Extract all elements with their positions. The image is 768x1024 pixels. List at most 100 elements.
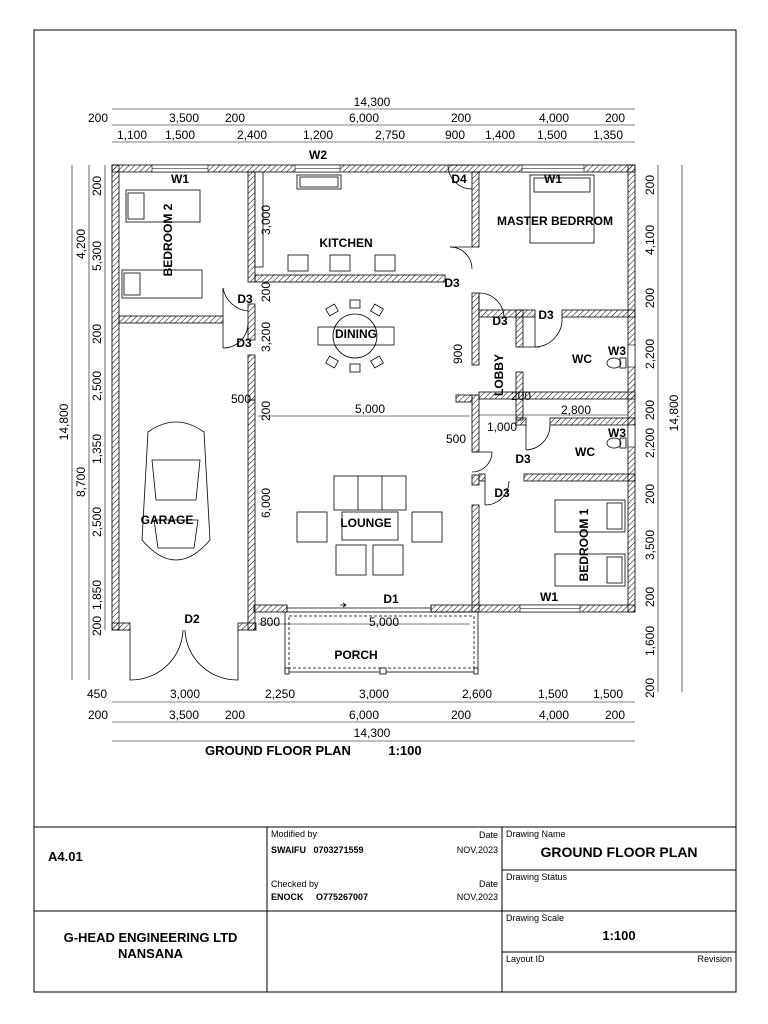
- room-labels: BEDROOM 2 KITCHEN MASTER BEDRROM DINING …: [141, 203, 613, 662]
- armchair-icon: [372, 544, 404, 576]
- armchair-icon: [411, 511, 443, 543]
- drawing-title: GROUND FLOOR PLAN: [205, 743, 351, 758]
- dim-top-r2-0: 200: [88, 111, 108, 125]
- drawing-name-label: Drawing Name: [506, 829, 566, 839]
- dining-round-table-icon: [332, 313, 378, 359]
- coffee-table-icon: [341, 511, 399, 541]
- stove-icon: [374, 254, 396, 272]
- dim-lounge-h: 6,000: [259, 488, 273, 518]
- tag-w1-bed2: W1: [171, 172, 189, 186]
- dim-bot-r2-5: 4,000: [539, 708, 569, 722]
- stove-icon: [287, 254, 309, 272]
- sheet-border: [33, 29, 737, 993]
- dim-left-c2-1: 8,700: [74, 467, 88, 497]
- date-value-2: NOV,2023: [456, 892, 498, 902]
- checked-by-value: ENOCK O775267007: [271, 892, 369, 902]
- dim-right-0: 200: [643, 175, 657, 195]
- dim-right-8: 200: [643, 587, 657, 607]
- tag-d3-bed1: D3: [494, 486, 510, 500]
- tag-d4: D4: [451, 172, 467, 186]
- dim-left-c3-1: 5,300: [90, 241, 104, 271]
- dim-right-6: 200: [643, 484, 657, 504]
- tag-w3-b: W3: [608, 426, 626, 440]
- dim-top-r3-1: 1,500: [165, 128, 195, 142]
- room-lobby: LOBBY: [492, 354, 506, 396]
- dim-bot-r1-5: 1,500: [538, 687, 568, 701]
- tag-d3-garage: D3: [236, 336, 252, 350]
- furniture: [121, 174, 627, 587]
- tag-d3-wc2: D3: [515, 452, 531, 466]
- dim-top-r3-8: 1,350: [593, 128, 623, 142]
- dim-right-5: 2,200: [643, 428, 657, 458]
- room-wc2: WC: [575, 445, 595, 459]
- drawing-scale-label: Drawing Scale: [506, 913, 565, 923]
- dim-top-overall: 14,300: [354, 95, 391, 109]
- dim-bot-r2-0: 200: [88, 708, 108, 722]
- tag-w1-bed1: W1: [540, 590, 558, 604]
- walls: [111, 164, 636, 631]
- opening-tags: W2 W1 W1 W1 W3 W3 D4 D3 D3 D3 D3 D3 D3 D…: [171, 148, 626, 626]
- dim-lobby-200: 200: [511, 389, 531, 403]
- dim-top-r3-3: 1,200: [303, 128, 333, 142]
- dim-500-right: 500: [446, 432, 466, 446]
- room-kitchen: KITCHEN: [319, 236, 372, 250]
- dim-bot-r1-1: 3,000: [170, 687, 200, 701]
- dim-right-1: 4,100: [643, 225, 657, 255]
- drawing-scale-value: 1:100: [602, 928, 636, 943]
- dim-bot-r2-3: 6,000: [349, 708, 379, 722]
- date-label-1: Date: [478, 830, 498, 840]
- dim-500-left: 500: [231, 392, 251, 406]
- room-porch: PORCH: [334, 648, 377, 662]
- dim-right-9: 1,600: [643, 626, 657, 656]
- dim-bot-r2-6: 200: [605, 708, 625, 722]
- room-wc1: WC: [572, 352, 592, 366]
- armchair-icon: [335, 544, 367, 576]
- dim-top-r3-7: 1,500: [537, 128, 567, 142]
- tag-d3-lobby: D3: [492, 314, 508, 328]
- checked-by-label: Checked by: [271, 879, 319, 889]
- dim-wall-200: 200: [259, 401, 273, 421]
- dim-top-r3-0: 1,100: [117, 128, 147, 142]
- dim-left-c3-0: 200: [90, 176, 104, 196]
- dim-top-r3-6: 1,400: [485, 128, 515, 142]
- dim-right-overall: 14,800: [667, 394, 681, 431]
- dim-porch-w: 5,000: [369, 615, 399, 629]
- revision-label: Revision: [697, 954, 732, 964]
- modified-by-label: Modified by: [271, 829, 318, 839]
- dimension-text-rotated: 3,000 200 3,200 200 6,000 900 14,800 4,2…: [57, 175, 681, 698]
- toilet-icon: [606, 437, 622, 449]
- bed-icon: [554, 499, 626, 533]
- stove-icon: [329, 254, 351, 272]
- dim-dining-h: 3,200: [259, 322, 273, 352]
- tag-d1: D1: [383, 592, 399, 606]
- drawing-name-value: GROUND FLOOR PLAN: [540, 844, 698, 860]
- dim-lobby-900: 900: [451, 344, 465, 364]
- car-icon: [141, 421, 211, 561]
- dim-top-r2-3: 6,000: [349, 111, 379, 125]
- dim-left-c3-4: 1,350: [90, 434, 104, 464]
- dim-bot-r1-3: 3,000: [359, 687, 389, 701]
- dim-left-c2-0: 4,200: [74, 229, 88, 259]
- modified-by-value: SWAIFU 0703271559: [271, 845, 364, 855]
- tag-d3-kitchen: D3: [444, 276, 460, 290]
- dim-left-c3-5: 2,500: [90, 507, 104, 537]
- doors: [129, 164, 563, 681]
- tag-d2: D2: [184, 612, 200, 626]
- dim-top-r2-1: 3,500: [169, 111, 199, 125]
- dim-top-r2-6: 200: [605, 111, 625, 125]
- dim-right-2: 200: [643, 288, 657, 308]
- dim-right-3: 2,200: [643, 339, 657, 369]
- dim-left-c3-6: 1,850: [90, 580, 104, 610]
- dim-top-r2-4: 200: [451, 111, 471, 125]
- company-name: G-HEAD ENGINEERING LTD: [63, 930, 238, 945]
- dim-wc-2800: 2,800: [561, 403, 591, 417]
- layout-id-label: Layout ID: [506, 954, 545, 964]
- dim-top-r2-5: 4,000: [539, 111, 569, 125]
- room-dining: DINING: [335, 327, 377, 341]
- sofa-icon: [333, 475, 407, 511]
- room-garage: GARAGE: [141, 513, 194, 527]
- bed-icon: [529, 174, 595, 244]
- dim-top-r3-5: 900: [445, 128, 465, 142]
- dim-porch-off: 800: [260, 615, 280, 629]
